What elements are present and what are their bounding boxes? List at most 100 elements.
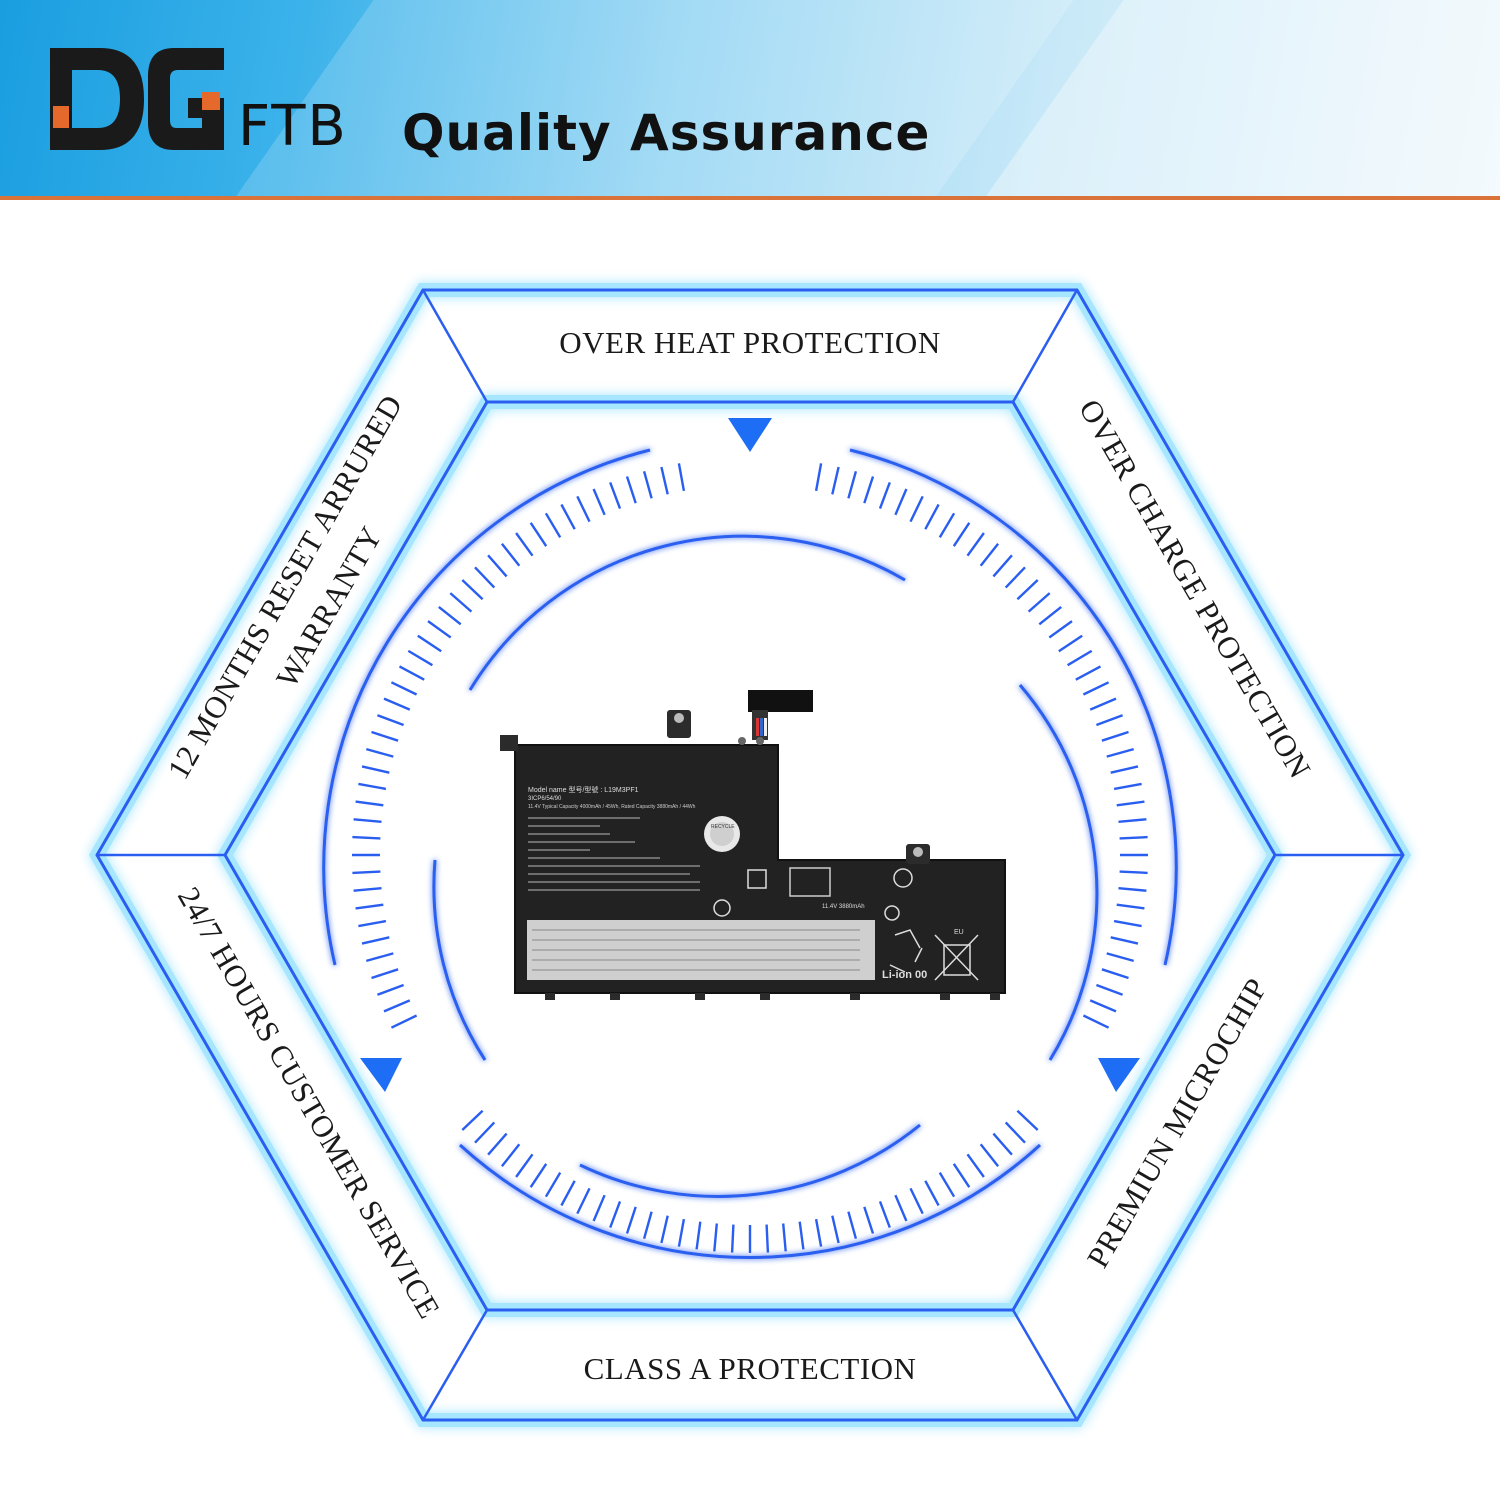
tick-mark — [461, 579, 484, 601]
tick-mark — [592, 1194, 606, 1222]
tick-mark — [1110, 765, 1139, 774]
tick-mark — [1004, 1121, 1026, 1144]
tick-mark — [625, 476, 637, 504]
tick-mark — [863, 1206, 875, 1234]
tick-ring — [352, 463, 1148, 1253]
tick-mark — [529, 522, 548, 547]
tick-mark — [353, 818, 382, 823]
tick-mark — [1027, 592, 1051, 613]
tick-mark — [1095, 714, 1124, 727]
tick-mark — [1101, 730, 1129, 742]
tick-mark — [529, 1163, 548, 1188]
tick-mark — [1082, 681, 1110, 696]
tick-mark — [500, 1143, 521, 1167]
tick-mark — [878, 1200, 891, 1229]
tick-mark — [390, 681, 418, 696]
tick-mark — [782, 1223, 787, 1252]
tick-mark — [863, 476, 875, 504]
feature-label-lower-left: 24/7 HOURS CUSTOMER SERVICE — [171, 881, 447, 1324]
feature-label-upper-left-line1: 12 MONTHS RESET ARRURED — [160, 389, 409, 785]
tick-mark — [847, 470, 858, 499]
tick-mark — [831, 1215, 840, 1244]
tick-mark — [814, 1218, 823, 1247]
tick-mark — [361, 765, 390, 774]
tick-mark — [353, 887, 382, 892]
tick-mark — [1119, 870, 1148, 875]
feature-label-top: OVER HEAT PROTECTION — [559, 325, 940, 360]
tick-mark — [560, 503, 576, 530]
brand-logo-icon — [50, 48, 224, 150]
tick-mark — [1066, 649, 1093, 667]
tick-mark — [660, 1215, 669, 1244]
tick-mark — [938, 512, 956, 539]
tick-mark — [1106, 747, 1135, 758]
tick-mark — [438, 605, 462, 626]
battery-capacity-text: 11.4V Typical Capacity 4000mAh / 45Wh, R… — [528, 804, 696, 810]
tick-mark — [1116, 903, 1145, 910]
tick-mark — [966, 1153, 985, 1178]
tick-mark — [576, 495, 591, 523]
battery-liion-text: Li-ion 00 — [882, 969, 927, 981]
hexagon-spokes — [97, 289, 1403, 1421]
tick-mark — [352, 835, 381, 840]
tick-mark — [909, 495, 924, 523]
tick-mark — [642, 1211, 653, 1240]
tick-mark — [371, 730, 399, 742]
tick-mark — [500, 543, 521, 567]
tick-mark — [979, 1143, 1000, 1167]
tick-mark — [1058, 634, 1083, 653]
tick-mark — [398, 665, 425, 681]
tick-mark — [358, 782, 387, 791]
header-banner — [0, 0, 1500, 196]
battery-recycle-text: RECYCLE — [711, 824, 735, 830]
tick-mark — [992, 554, 1013, 578]
tick-mark — [417, 634, 442, 653]
tick-mark — [407, 649, 434, 667]
tick-mark — [1116, 800, 1145, 807]
tick-mark — [1095, 983, 1124, 996]
tick-mark — [358, 919, 387, 928]
tick-mark — [1089, 999, 1117, 1013]
tick-mark — [544, 1171, 562, 1198]
tick-mark — [814, 463, 823, 492]
tick-mark — [609, 1200, 622, 1229]
tick-mark — [677, 1218, 686, 1247]
tick-mark — [938, 1171, 956, 1198]
tick-mark — [924, 1180, 940, 1207]
tick-mark — [677, 463, 686, 492]
header-divider — [0, 196, 1500, 200]
tick-mark — [449, 592, 473, 613]
triangle-marker-right — [1098, 1058, 1140, 1092]
triangle-marker-left — [360, 1058, 402, 1092]
tick-mark — [560, 1180, 576, 1207]
tick-mark — [355, 800, 384, 807]
tick-mark — [924, 503, 940, 530]
tick-mark — [625, 1206, 637, 1234]
tick-mark — [352, 870, 381, 875]
tick-mark — [1075, 665, 1102, 681]
tick-mark — [979, 543, 1000, 567]
battery-cells-text: 3ICP6/54/90 — [528, 796, 562, 802]
tick-mark — [1118, 887, 1147, 892]
tick-mark — [831, 466, 840, 495]
tick-mark — [642, 470, 653, 499]
tick-mark — [365, 952, 394, 963]
tick-mark — [355, 903, 384, 910]
tick-mark — [383, 697, 411, 711]
tick-mark — [515, 532, 534, 557]
tick-mark — [1048, 620, 1073, 639]
battery-image: Model name 型号/型號 : L19M3PF1 3ICP6/54/90 … — [500, 690, 1006, 1000]
tick-mark — [1101, 968, 1129, 980]
tick-mark — [1110, 936, 1139, 945]
tick-mark — [376, 714, 405, 727]
tick-mark — [474, 1121, 496, 1144]
battery-eu-text: EU — [954, 929, 964, 936]
tick-mark — [847, 1211, 858, 1240]
tick-mark — [1119, 835, 1148, 840]
tick-mark — [1089, 697, 1117, 711]
tick-mark — [487, 554, 508, 578]
tick-mark — [909, 1187, 924, 1215]
tick-mark — [474, 566, 496, 589]
tick-mark — [952, 522, 971, 547]
